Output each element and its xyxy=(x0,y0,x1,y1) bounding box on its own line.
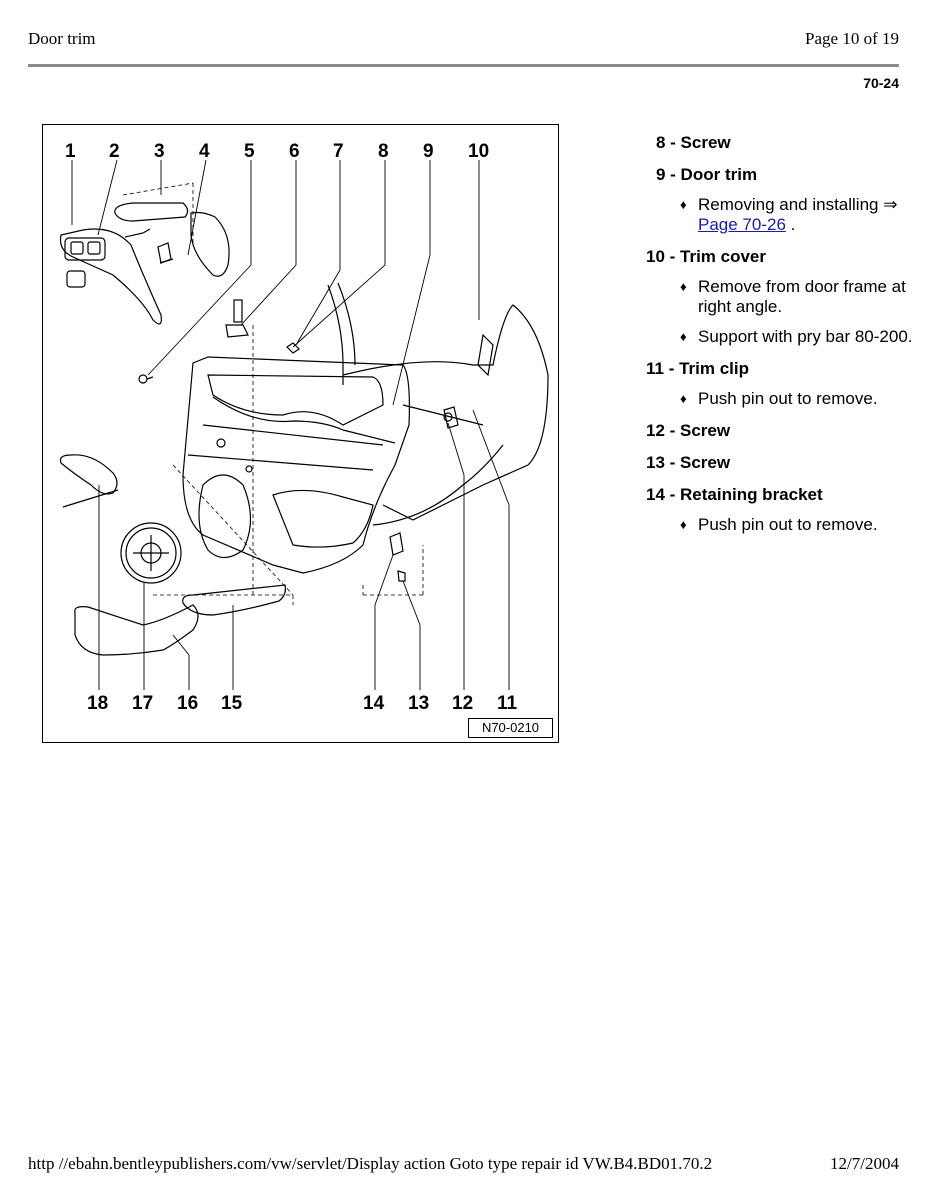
callout-1: 1 xyxy=(65,141,76,162)
door-trim-illustration: 1 2 3 4 5 6 7 8 9 10 18 17 16 15 14 13 1… xyxy=(59,141,549,714)
bullet-text: Removing and installing ⇒ xyxy=(698,195,898,214)
diamond-bullet-icon: ♦ xyxy=(680,391,687,406)
callout-13: 13 xyxy=(408,693,429,714)
figure-code: N70-0210 xyxy=(468,718,553,738)
page-link[interactable]: Page 70-26 xyxy=(698,215,786,234)
legend-bullet: ♦ Removing and installing ⇒ Page 70-26 . xyxy=(646,195,916,235)
bullet-tail: . xyxy=(785,215,796,234)
legend-item-9: 9 - Door trim xyxy=(656,165,758,184)
callout-15: 15 xyxy=(221,693,243,714)
callout-8: 8 xyxy=(378,141,389,162)
legend-item-13: 13 - Screw xyxy=(646,453,731,472)
diamond-bullet-icon: ♦ xyxy=(680,329,687,344)
legend-item-12: 12 - Screw xyxy=(646,421,731,440)
page-footer: http //ebahn.bentleypublishers.com/vw/se… xyxy=(28,1154,899,1174)
callout-2: 2 xyxy=(109,141,120,162)
bullet-text: Remove from door frame at right angle. xyxy=(698,277,906,316)
header-title: Door trim xyxy=(28,29,96,48)
bullet-text: Support with pry bar 80-200. xyxy=(698,327,913,346)
diamond-bullet-icon: ♦ xyxy=(680,197,687,212)
legend-bullet: ♦ Support with pry bar 80-200. xyxy=(646,327,916,347)
callout-4: 4 xyxy=(199,141,210,162)
footer-date: 12/7/2004 xyxy=(830,1154,899,1173)
callout-3: 3 xyxy=(154,141,165,162)
bullet-text: Push pin out to remove. xyxy=(698,515,878,534)
callout-11: 11 xyxy=(497,693,518,714)
legend-item-10: 10 - Trim cover xyxy=(646,247,767,266)
callout-17: 17 xyxy=(132,693,153,714)
callout-16: 16 xyxy=(177,693,198,714)
legend-item-8: 8 - Screw xyxy=(656,133,731,152)
callout-7: 7 xyxy=(333,141,344,162)
footer-url: http //ebahn.bentleypublishers.com/vw/se… xyxy=(28,1154,713,1173)
legend-bullet: ♦ Remove from door frame at right angle. xyxy=(646,277,916,317)
legend-bullet: ♦ Push pin out to remove. xyxy=(646,515,916,535)
callout-9: 9 xyxy=(423,141,434,162)
diamond-bullet-icon: ♦ xyxy=(680,279,687,294)
exploded-diagram: 1 2 3 4 5 6 7 8 9 10 18 17 16 15 14 13 1… xyxy=(42,124,559,743)
diamond-bullet-icon: ♦ xyxy=(680,517,687,532)
callout-6: 6 xyxy=(289,141,300,162)
callout-5: 5 xyxy=(244,141,255,162)
legend-bullet: ♦ Push pin out to remove. xyxy=(646,389,916,409)
callout-12: 12 xyxy=(452,693,473,714)
legend-item-11: 11 - Trim clip xyxy=(646,359,749,378)
header-rule xyxy=(28,64,899,67)
callout-10: 10 xyxy=(468,141,489,162)
section-code: 70-24 xyxy=(863,75,899,91)
bullet-text: Push pin out to remove. xyxy=(698,389,878,408)
legend-item-14: 14 - Retaining bracket xyxy=(646,485,823,504)
page-number: Page 10 of 19 xyxy=(805,29,899,48)
callout-18: 18 xyxy=(87,693,108,714)
parts-legend: 8 - Screw 9 - Door trim ♦ Removing and i… xyxy=(646,133,916,547)
callout-14: 14 xyxy=(363,693,385,714)
